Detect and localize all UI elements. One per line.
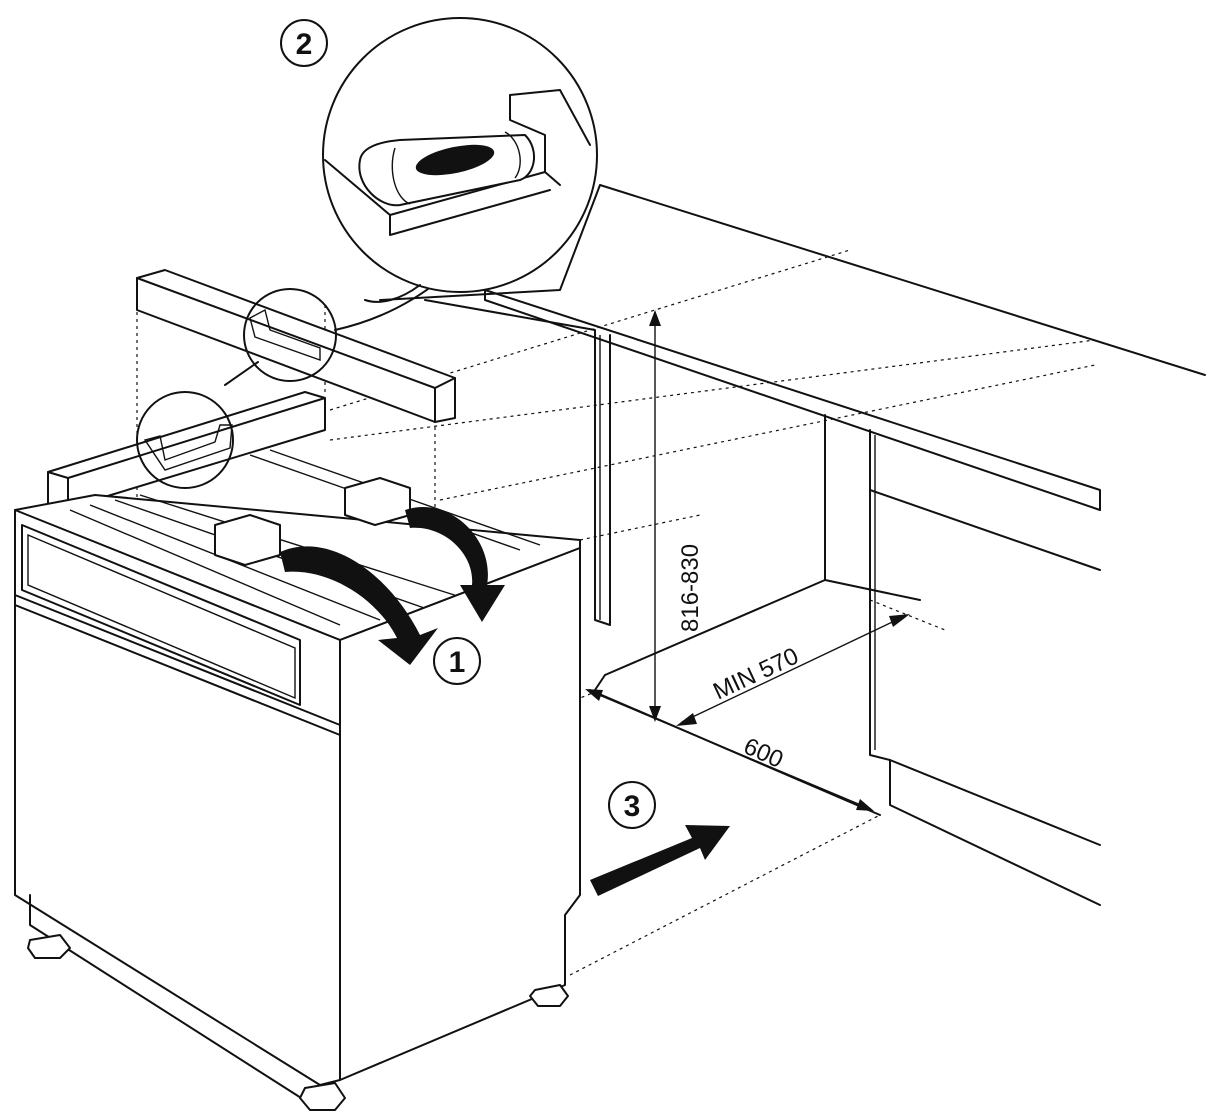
- magnifier-detail: [322, 17, 598, 303]
- dim-height-label: 816-830: [677, 544, 704, 632]
- arrow-head-icon: [649, 310, 661, 326]
- push-arrow-icon: [590, 825, 730, 896]
- dimension-lines: [585, 310, 910, 811]
- curved-arrow-icon: [280, 546, 438, 665]
- magnifier-small-icon: [243, 288, 337, 382]
- arrow-head-icon: [649, 706, 661, 722]
- dim-width-label: 600: [740, 733, 788, 774]
- magnifier-small-icon: [136, 391, 234, 489]
- arrow-head-icon: [889, 614, 910, 627]
- spirit-level-bars: [47, 269, 456, 509]
- step-badge-2: 2: [280, 19, 328, 67]
- step-number: 1: [449, 646, 466, 679]
- step-badge-1: 1: [433, 637, 481, 685]
- step-number: 3: [624, 790, 641, 823]
- spirit-level-icon: [358, 131, 535, 207]
- curved-arrow-icon: [405, 507, 505, 622]
- arrow-head-icon: [676, 713, 697, 726]
- arrow-head-icon: [856, 799, 874, 811]
- step-badge-3: 3: [608, 781, 656, 829]
- dim-min-depth-label: MIN 570: [709, 643, 803, 706]
- arrow-head-icon: [585, 689, 603, 701]
- step-number: 2: [296, 28, 313, 61]
